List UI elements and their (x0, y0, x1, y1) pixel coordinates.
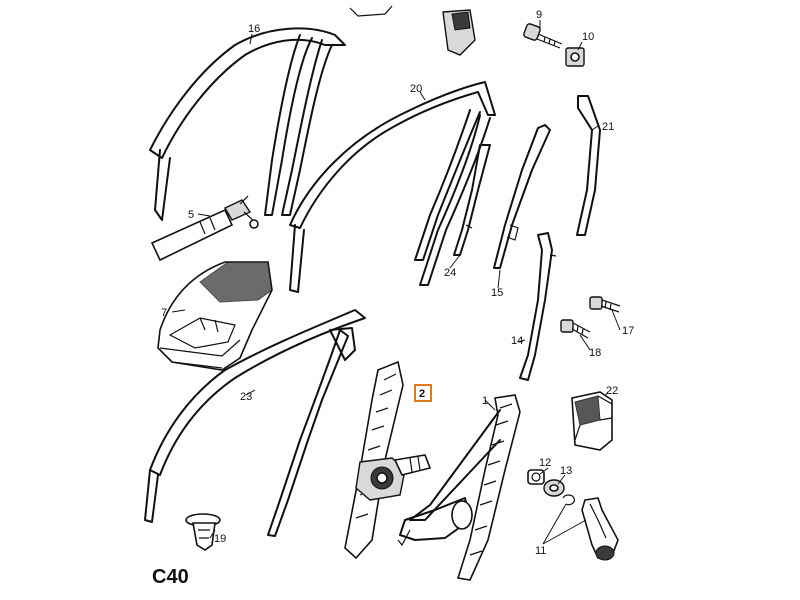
label-24: 24 (444, 267, 456, 279)
label-10: 10 (582, 31, 594, 43)
label-2-highlighted: 2 (419, 388, 425, 400)
label-7: 7 (161, 307, 167, 319)
model-code: C40 (152, 566, 189, 588)
label-12: 12 (539, 457, 551, 469)
label-1: 1 (482, 395, 488, 407)
label-20: 20 (410, 83, 422, 95)
part-labels: 16 9 10 20 21 5 24 15 7 17 14 18 23 2 1 … (152, 9, 634, 588)
part-16-window-seal[interactable] (149, 27, 346, 221)
part-13-washer[interactable] (543, 479, 565, 497)
part-14-guide-rail[interactable] (519, 232, 557, 381)
part-7-switch-panel[interactable] (157, 261, 273, 371)
label-11: 11 (535, 545, 546, 557)
label-23: 23 (240, 391, 252, 403)
part-2-window-regulator[interactable] (344, 360, 432, 560)
label-19: 19 (214, 533, 226, 545)
label-9: 9 (536, 9, 542, 21)
leader-lines (171, 20, 621, 545)
part-10-clip-nut[interactable] (565, 47, 585, 67)
part-9-bolt[interactable] (523, 23, 563, 49)
label-14: 14 (511, 335, 523, 347)
part-1-window-regulator[interactable] (397, 394, 521, 581)
part-12-nut[interactable] (527, 469, 545, 485)
part-17-bolt[interactable] (589, 296, 621, 313)
part-21-guide-rail[interactable] (576, 95, 601, 236)
part-18-bolt[interactable] (560, 319, 591, 339)
part-22-bracket[interactable] (571, 391, 613, 451)
part-19-clip[interactable] (185, 513, 221, 551)
label-5: 5 (188, 209, 194, 221)
label-16: 16 (248, 23, 260, 35)
part-15-guide-rail[interactable] (493, 124, 551, 269)
label-22: 22 (606, 385, 618, 397)
label-13: 13 (560, 465, 572, 477)
part-20-window-seal[interactable] (289, 81, 496, 293)
label-17: 17 (622, 325, 634, 337)
part-23-window-seal[interactable] (144, 309, 366, 537)
highlight-box-part-2 (414, 384, 432, 402)
partial-top-parts (349, 5, 476, 56)
label-15: 15 (491, 287, 503, 299)
label-18: 18 (589, 347, 601, 359)
label-21: 21 (602, 121, 614, 133)
part-5-cable[interactable] (150, 195, 259, 262)
part-11-crank-handle[interactable] (562, 494, 619, 561)
